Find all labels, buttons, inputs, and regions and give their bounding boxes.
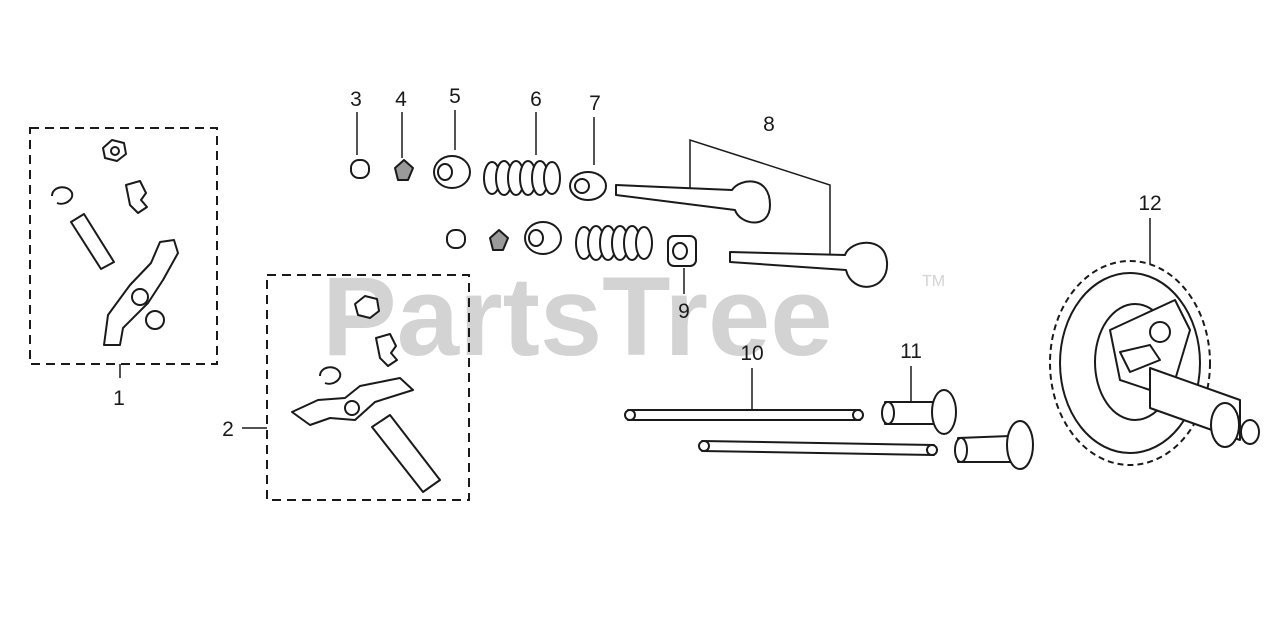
valve-cap-lower bbox=[446, 229, 466, 249]
valve-lifter-11[interactable]: 11 bbox=[881, 340, 1034, 470]
push-rod-lower-end bbox=[698, 440, 710, 452]
callout-10: 10 bbox=[740, 342, 763, 365]
valve-cap-3[interactable]: 3 bbox=[350, 88, 466, 249]
callout-7: 7 bbox=[589, 92, 601, 115]
pivot-pin bbox=[371, 414, 441, 493]
spring-retainer-5[interactable]: 5 bbox=[433, 85, 562, 255]
cam-lobe-hole bbox=[1149, 321, 1171, 343]
callout-12: 12 bbox=[1138, 192, 1161, 215]
exhaust-valve bbox=[729, 241, 889, 288]
rocker-arm-clip bbox=[145, 310, 165, 330]
rocker-nut bbox=[354, 295, 380, 319]
spring-retainer-lower-center bbox=[528, 229, 544, 247]
callout-1: 1 bbox=[113, 387, 125, 410]
valve-lifter-upper-end bbox=[881, 401, 895, 425]
spring-retainer-upper-center bbox=[437, 163, 453, 181]
push-rod-10[interactable]: 10 bbox=[624, 342, 938, 456]
push-rod-lower bbox=[701, 440, 935, 456]
rocker-nut-hole bbox=[110, 146, 120, 156]
valve-keeper-upper bbox=[394, 159, 414, 181]
valve-lifter-lower-end bbox=[954, 437, 968, 463]
pivot-pin bbox=[70, 213, 115, 270]
rocker-stud-spring bbox=[375, 333, 398, 367]
watermark-trademark: TM bbox=[922, 273, 945, 290]
decompression-spring bbox=[1119, 344, 1161, 373]
push-rod-lower-end bbox=[926, 444, 938, 456]
valve-seal-upper-center bbox=[574, 178, 590, 194]
valve-spring-6[interactable]: 6 bbox=[483, 88, 653, 261]
rocker-stud-spring bbox=[125, 180, 148, 214]
camshaft-bearing bbox=[1210, 402, 1240, 448]
callout-11: 11 bbox=[900, 340, 922, 363]
valve-cap-upper bbox=[350, 159, 370, 179]
callout-2: 2 bbox=[222, 418, 234, 441]
valve-spring-upper bbox=[483, 160, 561, 196]
rocker-arm-assembly-2[interactable]: 2 bbox=[222, 274, 470, 501]
valve-spring-lower bbox=[575, 225, 653, 261]
callout-8: 8 bbox=[763, 113, 775, 136]
valve-8[interactable]: 8 bbox=[615, 113, 889, 288]
intake-valve bbox=[615, 180, 771, 224]
rocker-arm-pivot bbox=[131, 288, 149, 306]
push-rod-upper bbox=[627, 409, 861, 421]
callout-5: 5 bbox=[449, 85, 461, 108]
valve-keeper-lower bbox=[489, 229, 509, 251]
valve-lifter-lower-head bbox=[1006, 420, 1034, 470]
callout-6: 6 bbox=[530, 88, 542, 111]
valve-keeper-4[interactable]: 4 bbox=[394, 88, 509, 251]
callout-3: 3 bbox=[350, 88, 362, 111]
valve-seal-lower-center bbox=[672, 242, 688, 260]
leader-8 bbox=[689, 138, 831, 255]
rocker-arm-pivot bbox=[344, 400, 360, 416]
valve-lifter-upper-head bbox=[931, 389, 957, 435]
callout-9: 9 bbox=[678, 300, 690, 323]
assembly-2-dashed-box bbox=[266, 274, 470, 501]
retainer-clip bbox=[319, 366, 342, 385]
camshaft-end bbox=[1240, 419, 1260, 445]
valve-seal-9[interactable]: 9 bbox=[667, 235, 697, 323]
assembly-1-dashed-box bbox=[29, 127, 218, 365]
push-rod-upper-end bbox=[852, 409, 864, 421]
callout-4: 4 bbox=[395, 88, 407, 111]
camshaft-12[interactable]: 12 bbox=[1049, 192, 1260, 466]
valve-seal-7[interactable]: 7 bbox=[569, 92, 607, 201]
retainer-clip bbox=[51, 186, 74, 205]
push-rod-upper-end bbox=[624, 409, 636, 421]
rocker-arm-assembly-1[interactable]: 1 bbox=[29, 127, 218, 410]
